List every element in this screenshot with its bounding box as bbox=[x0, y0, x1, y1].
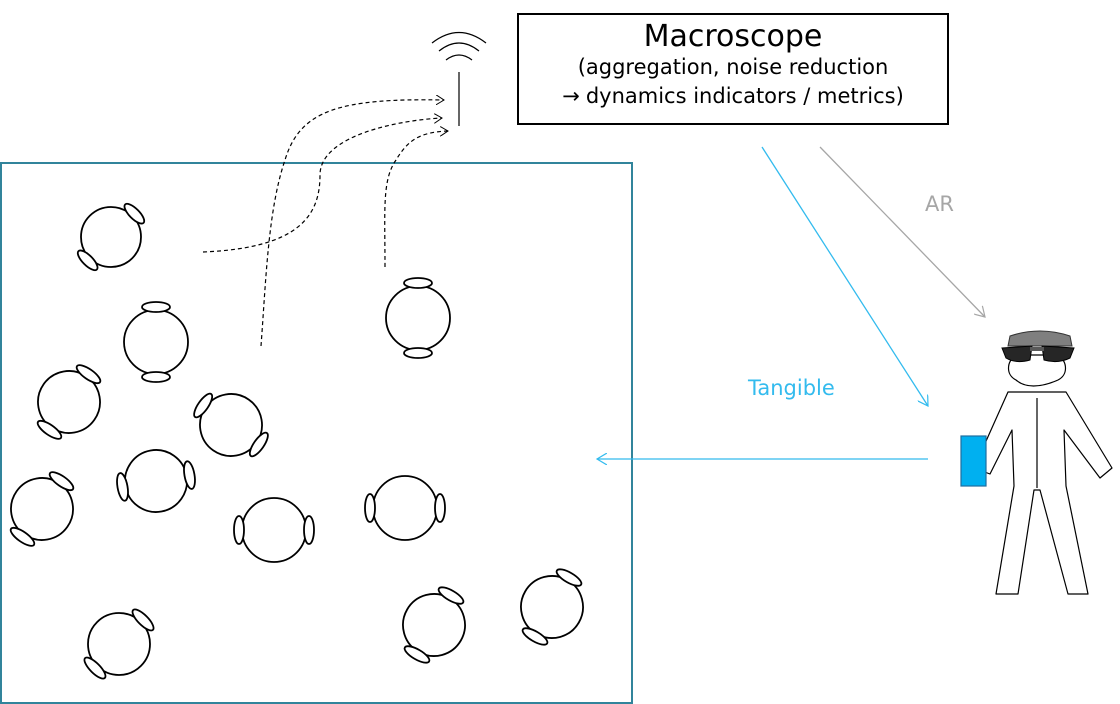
ar-glasses-icon bbox=[1001, 330, 1075, 363]
head-top-view-icon bbox=[364, 475, 446, 541]
head-top-view-icon bbox=[36, 364, 102, 440]
antenna-icon bbox=[431, 31, 487, 126]
arrow-right-icon: → bbox=[562, 84, 580, 108]
head-top-view-icon bbox=[233, 497, 315, 563]
macroscope-box: Macroscope (aggregation, noise reduction… bbox=[517, 13, 949, 125]
head-top-view-icon bbox=[83, 608, 155, 680]
head-top-view-icon bbox=[9, 471, 75, 547]
head-top-view-icon bbox=[193, 392, 269, 458]
signal-arrows bbox=[202, 100, 448, 347]
head-top-view-icon bbox=[385, 277, 451, 359]
tangible-label: Tangible bbox=[748, 376, 835, 400]
head-top-view-icon bbox=[123, 301, 189, 383]
head-top-view-icon bbox=[76, 202, 146, 272]
tablet-icon bbox=[960, 435, 987, 487]
macroscope-line-2: →dynamics indicators / metrics) bbox=[519, 82, 947, 111]
ar-label: AR bbox=[925, 192, 954, 216]
crowd-area bbox=[0, 162, 633, 704]
head-top-view-icon bbox=[520, 568, 584, 646]
macroscope-line-1: (aggregation, noise reduction bbox=[577, 55, 889, 79]
macroscope-to-user-arrow bbox=[761, 146, 928, 406]
signal-arrow bbox=[384, 131, 448, 268]
person-icon bbox=[973, 354, 1113, 595]
signal-arrow bbox=[260, 100, 444, 347]
head-top-view-icon bbox=[116, 449, 196, 513]
ar-arrow bbox=[819, 146, 985, 317]
macroscope-line-2-text: dynamics indicators / metrics) bbox=[585, 84, 904, 108]
macroscope-title: Macroscope bbox=[643, 19, 823, 54]
head-top-view-icon bbox=[402, 586, 466, 664]
signal-arrow bbox=[202, 118, 442, 253]
